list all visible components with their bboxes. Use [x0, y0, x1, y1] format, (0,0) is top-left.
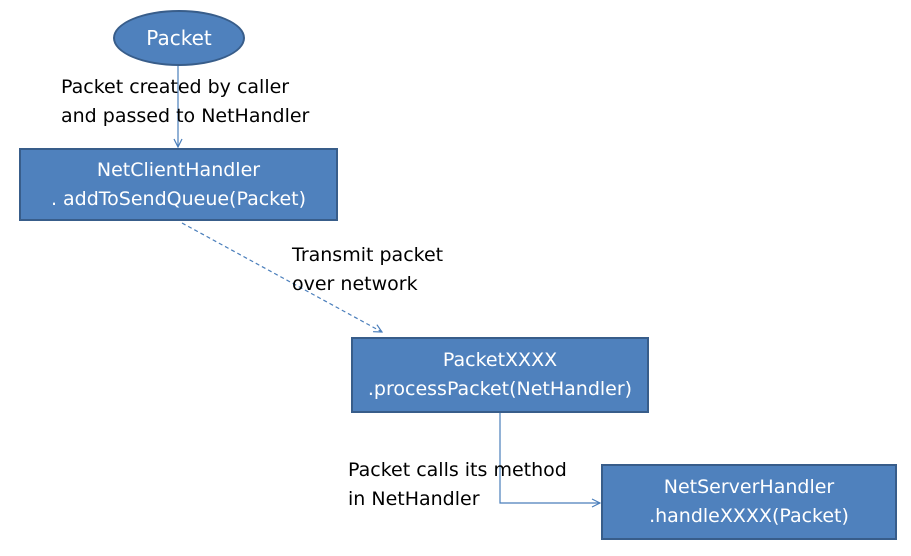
net-server-handler-line1: NetServerHandler [663, 476, 835, 498]
net-server-handler-line2: .handleXXXX(Packet) [649, 505, 849, 527]
packet-xxxx-node: PacketXXXX .processPacket(NetHandler) [351, 337, 649, 413]
calls-edge-label-line2: in NetHandler [348, 488, 480, 510]
net-client-handler-line1: NetClientHandler [96, 158, 261, 181]
created-edge-label: Packet created by caller and passed to N… [61, 73, 309, 131]
net-client-handler-line2: . addToSendQueue(Packet) [50, 187, 307, 210]
calls-edge-label: Packet calls its method in NetHandler [348, 456, 567, 514]
net-client-handler-node: NetClientHandler . addToSendQueue(Packet… [19, 148, 338, 221]
transmit-edge-label-line2: over network [292, 273, 418, 295]
created-edge-label-line1: Packet created by caller [61, 76, 290, 98]
packet-node: Packet [113, 10, 245, 66]
packet-xxxx-line1: PacketXXXX [442, 349, 558, 371]
arrow-transmit-over-network [181, 222, 382, 332]
packet-xxxx-line2: .processPacket(NetHandler) [367, 378, 633, 400]
arrow-packet-to-server-handler [499, 413, 600, 503]
packet-node-label: Packet [146, 25, 212, 50]
calls-edge-label-line1: Packet calls its method [348, 459, 567, 481]
transmit-edge-label-line1: Transmit packet [292, 244, 444, 266]
transmit-edge-label: Transmit packet over network [292, 241, 443, 299]
created-edge-label-line2: and passed to NetHandler [61, 105, 310, 127]
net-server-handler-node: NetServerHandler .handleXXXX(Packet) [601, 464, 897, 540]
